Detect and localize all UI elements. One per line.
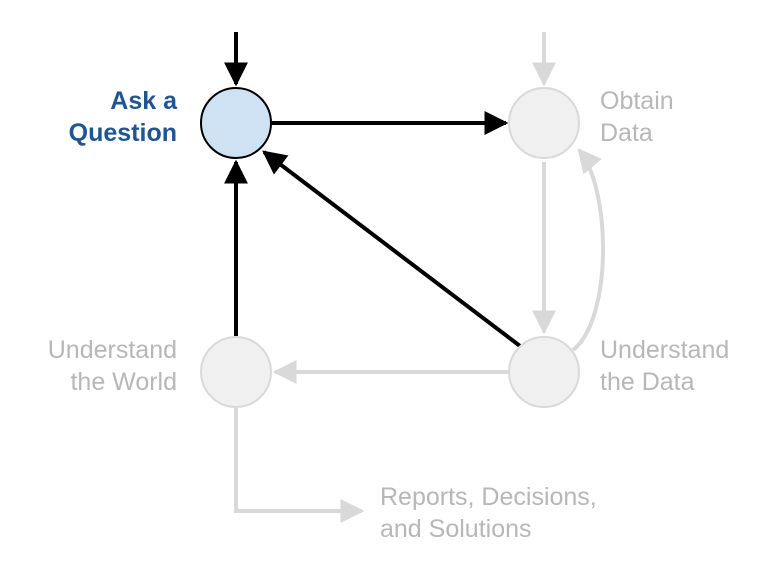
label-ask-question: Ask a Question [69, 85, 177, 149]
label-understand-world: Understand the World [48, 334, 177, 398]
label-obtain-data-line2: Data [600, 119, 653, 147]
label-understand-world-line2: the World [70, 368, 177, 396]
label-understand-data-line2: the Data [600, 368, 695, 396]
label-reports-line1: Reports, Decisions, [380, 483, 597, 511]
label-understand-world-line1: Understand [47, 336, 177, 364]
label-ask-question-line2: Question [68, 119, 177, 147]
node-understand-data [508, 336, 580, 408]
label-reports-line2: and Solutions [380, 515, 532, 543]
arrow-understand-data-to-obtain-data [571, 148, 605, 352]
label-ask-question-line1: Ask a [110, 87, 177, 115]
node-obtain-data [508, 87, 580, 159]
arrow-world-to-reports [234, 408, 365, 523]
label-understand-data: Understand the Data [600, 334, 729, 398]
node-understand-world [200, 336, 272, 408]
arrow-understand-data-to-question [262, 150, 522, 348]
label-obtain-data-line1: Obtain [600, 87, 674, 115]
node-ask-question [200, 87, 272, 159]
label-understand-data-line1: Understand [600, 336, 730, 364]
label-reports-output: Reports, Decisions, and Solutions [380, 481, 597, 545]
label-obtain-data: Obtain Data [600, 85, 674, 149]
